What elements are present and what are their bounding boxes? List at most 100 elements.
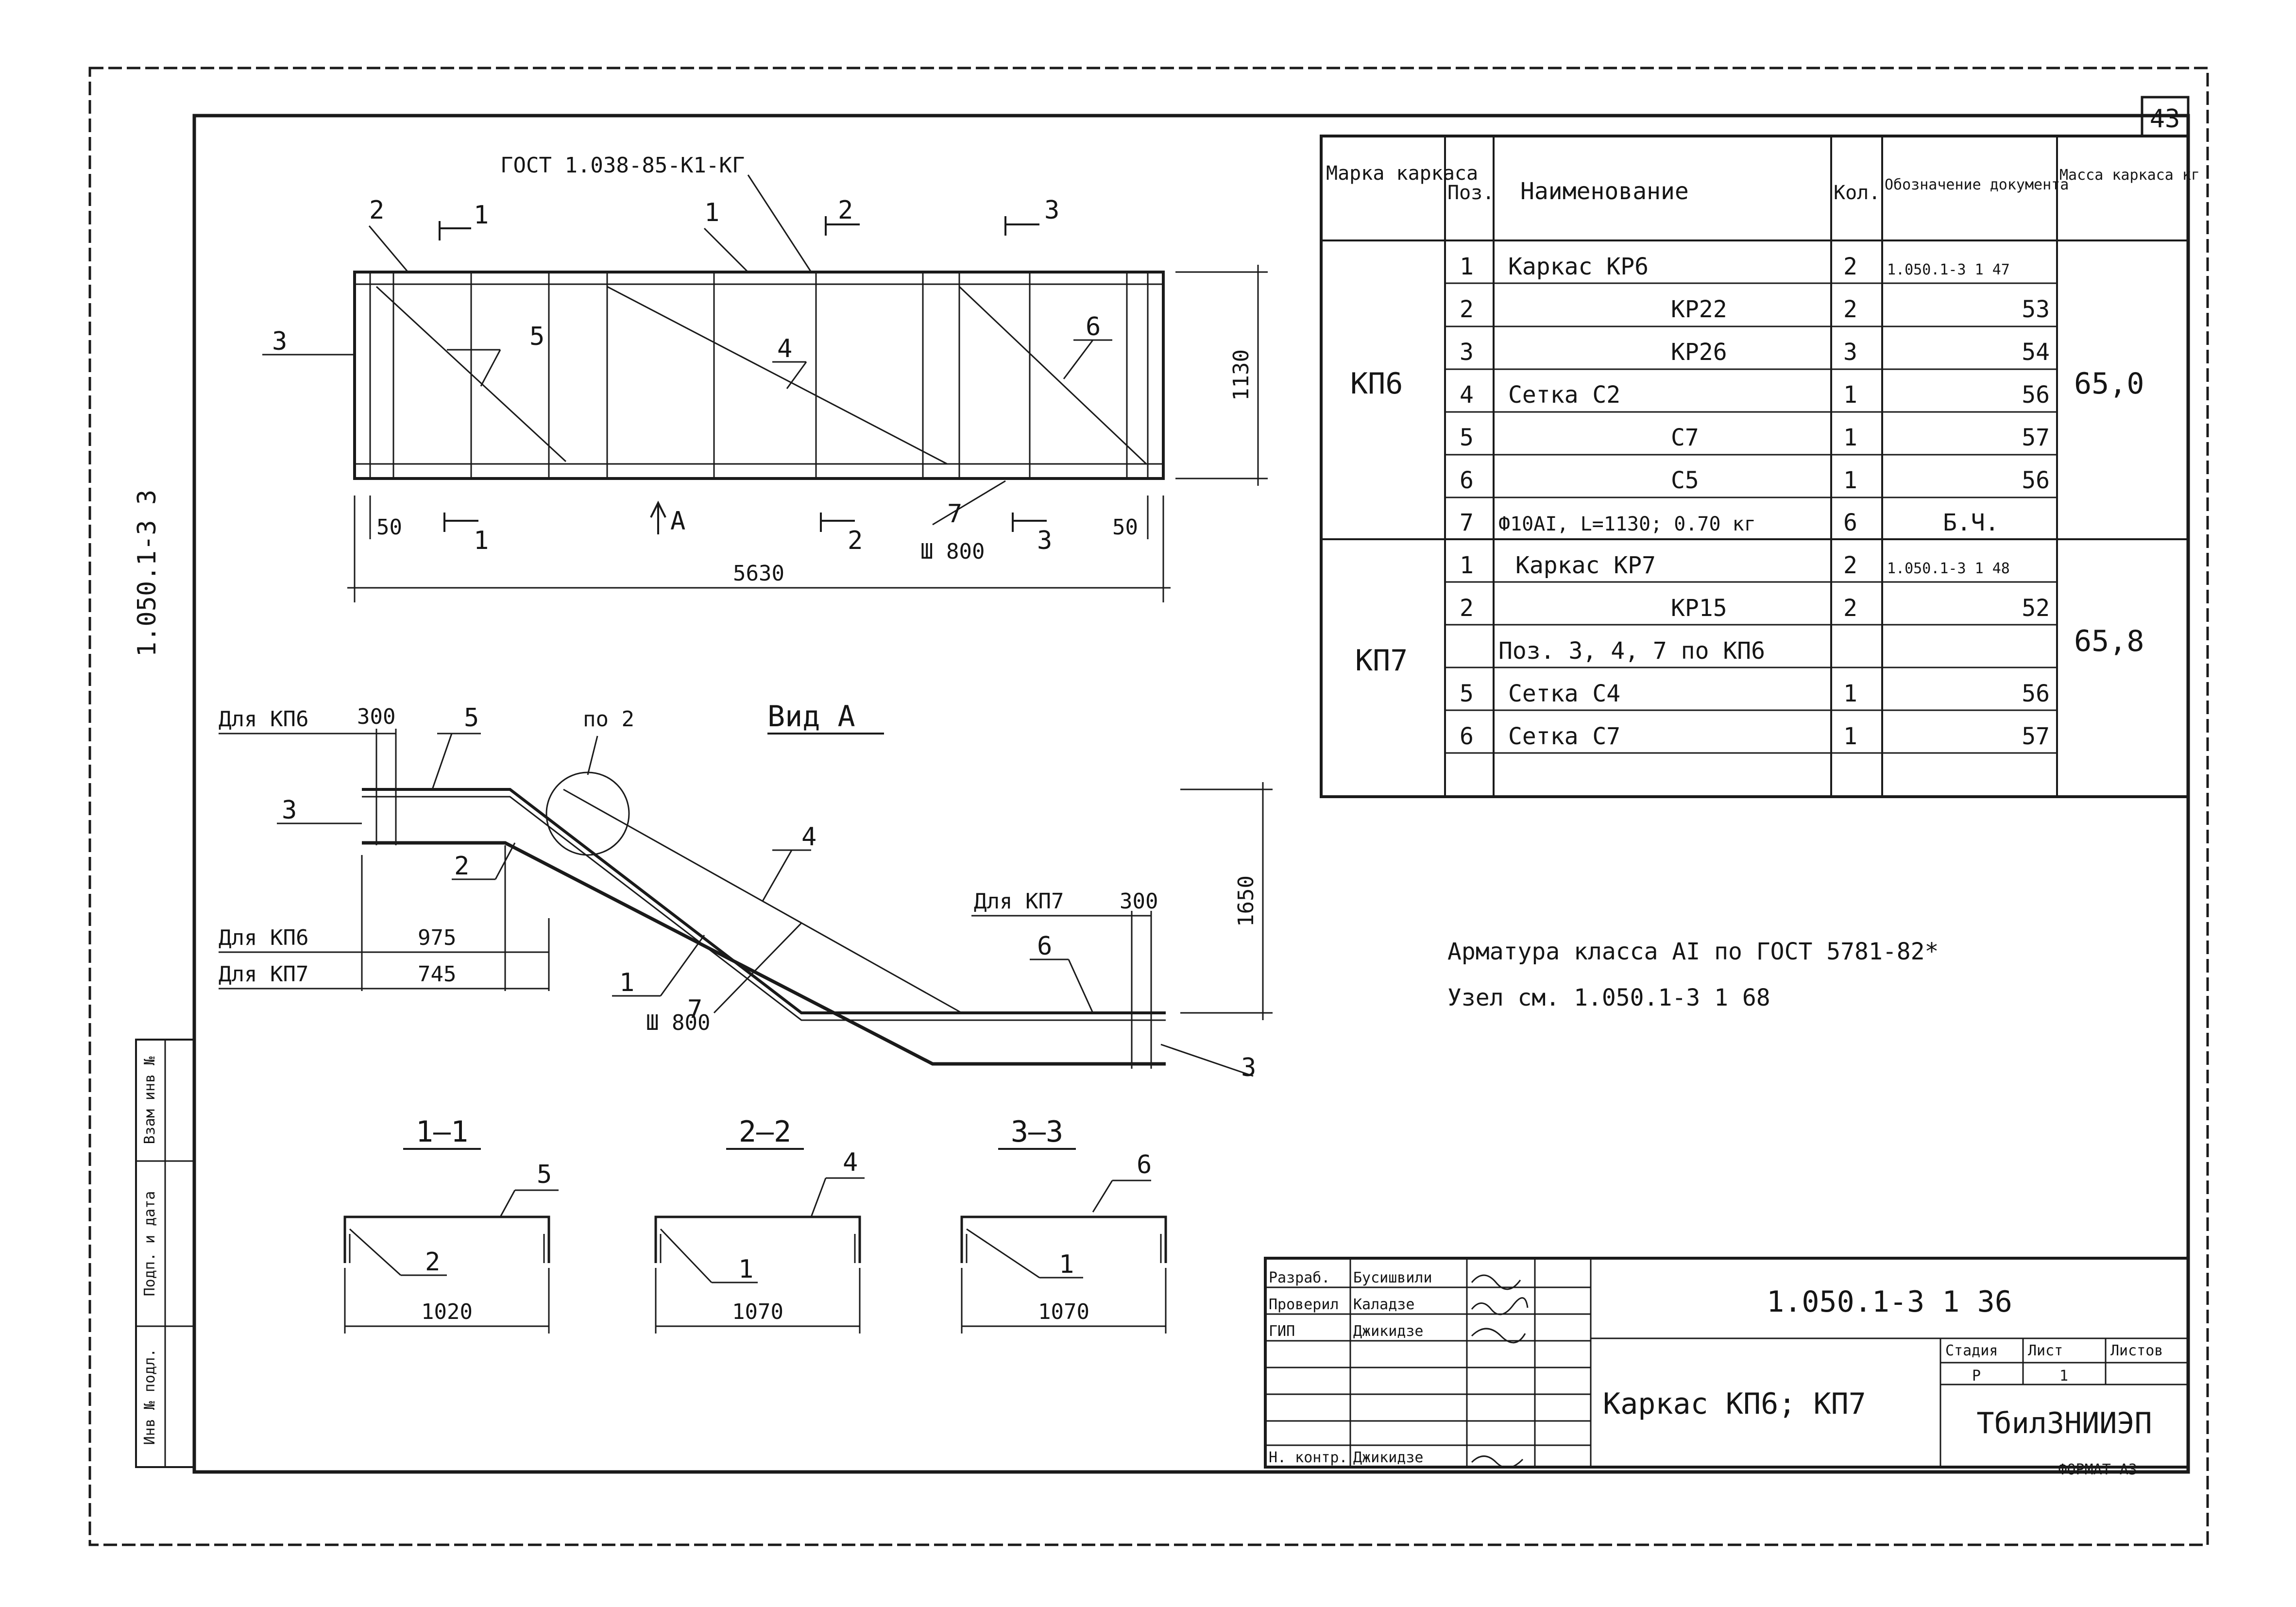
cell-doc: 52 (2022, 595, 2050, 622)
section-corner-pos: 1 (738, 1255, 753, 1284)
view-a-pos-4: 4 (801, 822, 816, 852)
cell-pos: 3 (1460, 339, 1474, 366)
outer-border (88, 67, 2209, 1546)
stamp-label-inventory: Инв № подл. (141, 1349, 158, 1445)
hdr-qty: Кол. (1834, 182, 1880, 204)
node-note: по 2 (583, 707, 634, 732)
organization: ТбилЗНИИЭП (1976, 1406, 2152, 1440)
name: Джикидзе (1353, 1323, 1424, 1340)
cell-qty: 6 (1843, 509, 1857, 536)
cell-name: КР15 (1671, 595, 1727, 622)
plan-view: ГОСТ 1.038-85-К1-КГ 2 1 3 5 4 6 7 1 2 3 … (262, 153, 1268, 602)
table-row: 2 КР22 2 53 (1460, 296, 2050, 323)
cell-qty: 1 (1843, 381, 1857, 409)
table-row: 6 Сетка С7 1 57 (1460, 723, 2050, 750)
cell-qty: 1 (1843, 424, 1857, 451)
col-stage: Стадия (1945, 1342, 1998, 1359)
section-mark-2-top: 2 (838, 196, 853, 225)
section-corner-pos: 1 (1059, 1250, 1074, 1279)
plan-pos-1: 1 (704, 198, 719, 227)
role: Разраб. (1269, 1269, 1330, 1286)
cell-name: Сетка С7 (1508, 723, 1620, 750)
cell-name: Поз. 3, 4, 7 по КП6 (1498, 637, 1765, 665)
section-3-3: 3—3 6 1 1070 (960, 1115, 1167, 1333)
role: ГИП (1269, 1323, 1295, 1340)
cell-doc: 54 (2022, 339, 2050, 366)
view-a-for-kp6-top: Для КП6 (219, 707, 308, 732)
cell-name: КР22 (1671, 296, 1727, 323)
title-block: 1.050.1-3 1 36 Каркас КП6; КП7 ТбилЗНИИЭ… (1264, 1257, 2190, 1469)
doc-number: 1.050.1-3 1 36 (1767, 1285, 2012, 1319)
view-a-title: Вид А (767, 700, 855, 734)
view-a-dim-745: 745 (418, 962, 456, 987)
name: Каладзе (1353, 1296, 1414, 1313)
sheet: 1 (2059, 1368, 2068, 1385)
signatures (1471, 1274, 1529, 1469)
cell-pos: 5 (1460, 680, 1474, 707)
view-a: Вид А (219, 700, 1273, 1082)
sheet-number: 43 (2150, 104, 2180, 134)
cell-doc: 1.050.1-3 1 48 (1887, 560, 2010, 577)
cell-qty: 2 (1843, 253, 1857, 280)
note-reinforcement: Арматура класса АI по ГОСТ 5781-82* (1447, 938, 1939, 965)
hdr-pos: Поз. (1447, 182, 1494, 204)
stage: Р (1972, 1368, 1981, 1385)
view-mark-a: А (670, 507, 685, 536)
view-a-pitch-note: Ш 800 (646, 1010, 710, 1035)
cell-name: КР26 (1671, 339, 1727, 366)
view-a-pos-3-left: 3 (282, 796, 297, 825)
col-sheets: Листов (2110, 1342, 2163, 1359)
section-mark-3-bottom: 3 (1037, 526, 1052, 555)
side-code: 1.050.1-3 3 (133, 490, 162, 657)
drawing-title: Каркас КП6; КП7 (1603, 1387, 1866, 1421)
cell-name: Ф10АI, L=1130; 0.70 кг (1498, 513, 1756, 535)
table-row: 4 Сетка С2 1 56 (1460, 381, 2050, 409)
cell-pos: 1 (1460, 253, 1474, 280)
cell-doc: 56 (2022, 381, 2050, 409)
view-a-pos-2: 2 (454, 852, 469, 881)
section-corner-pos: 2 (425, 1248, 440, 1277)
cell-qty: 2 (1843, 296, 1857, 323)
cell-qty: 1 (1843, 680, 1857, 707)
cell-doc: 57 (2022, 424, 2050, 451)
role: Проверил (1269, 1296, 1339, 1313)
section-2-2: 2—2 4 1 1070 (654, 1115, 865, 1333)
view-a-pos-6: 6 (1037, 932, 1052, 961)
section-top-pos: 5 (537, 1160, 552, 1189)
view-a-pos-7: 7 (687, 995, 702, 1024)
section-1-1: 1—1 5 2 1020 (343, 1115, 559, 1333)
dim-length: 5630 (733, 561, 784, 586)
view-a-dim-300-left: 300 (357, 704, 395, 729)
section-width: 1070 (1038, 1299, 1089, 1324)
view-a-for-kp6-left: Для КП6 (219, 925, 308, 950)
cell-name: Сетка С2 (1508, 381, 1620, 409)
format-note: ФОРМАТ А3 (2058, 1461, 2137, 1478)
col-sheet: Лист (2028, 1342, 2063, 1359)
dim-height: 1130 (1229, 349, 1254, 401)
cell-doc: 56 (2022, 680, 2050, 707)
cell-qty: 2 (1843, 552, 1857, 579)
section-mark-3-top: 3 (1044, 196, 1059, 225)
plan-pos-5: 5 (529, 322, 544, 351)
cell-pos: 5 (1460, 424, 1474, 451)
plan-pos-3: 3 (272, 327, 287, 356)
view-a-pos-3-right: 3 (1241, 1053, 1256, 1082)
gost-note: ГОСТ 1.038-85-К1-КГ (500, 153, 745, 178)
section-mark-2-bottom: 2 (848, 526, 863, 555)
stamp-label-replaced: Взам инв № (141, 1057, 158, 1145)
cell-qty: 1 (1843, 723, 1857, 750)
cell-name: С5 (1671, 467, 1699, 494)
section-top-pos: 6 (1137, 1150, 1152, 1180)
cell-qty: 2 (1843, 595, 1857, 622)
plan-pos-6: 6 (1086, 312, 1101, 342)
plan-pitch-note: Ш 800 (920, 539, 985, 564)
stamp-label-sign-date: Подп. и дата (141, 1191, 158, 1297)
cell-doc: 1.050.1-3 1 47 (1887, 261, 2010, 278)
note-node: Узел см. 1.050.1-3 1 68 (1447, 984, 1770, 1011)
view-a-dim-300-right: 300 (1120, 889, 1158, 914)
table-row: 1 Каркас КР7 2 1.050.1-3 1 48 (1460, 552, 2010, 579)
cell-name: Сетка С4 (1508, 680, 1620, 707)
table-row: 6 С5 1 56 (1460, 467, 2050, 494)
cell-qty: 1 (1843, 467, 1857, 494)
table-row: Поз. 3, 4, 7 по КП6 (1498, 637, 1765, 665)
